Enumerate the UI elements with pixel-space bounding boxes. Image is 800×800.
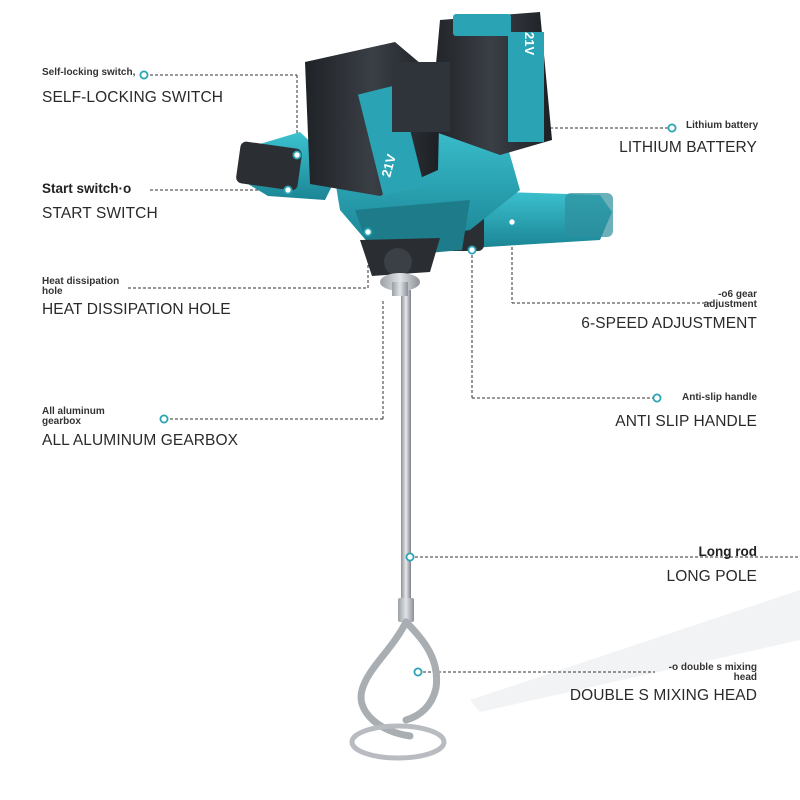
- self-locking-switch-caption: SELF-LOCKING SWITCH: [42, 89, 224, 106]
- mixing-head-label: -o double s mixing head: [668, 662, 757, 683]
- gear-adjustment-label: -o6 gear adjustment: [703, 289, 757, 310]
- anti-slip-handle-label: Anti-slip handle: [682, 392, 757, 403]
- start-switch-label: Start switch·o: [42, 181, 132, 196]
- heat-dissipation-label: Heat dissipation hole: [42, 276, 120, 297]
- battery-rear-voltage: 21V: [522, 32, 537, 55]
- battery-front-voltage: 21V: [378, 152, 399, 179]
- mixing-rod: [401, 290, 411, 620]
- battery-rear: [430, 12, 552, 155]
- lithium-battery-label: Lithium battery: [686, 120, 759, 131]
- battery-front: [305, 42, 450, 196]
- mixing-head-caption: DOUBLE S MIXING HEAD: [569, 687, 757, 704]
- long-pole-caption: LONG POLE: [666, 568, 757, 585]
- rod-coupling: [398, 598, 414, 622]
- heat-dissipation-caption: HEAT DISSIPATION HOLE: [42, 301, 231, 318]
- anti-slip-handle-caption: ANTI SLIP HANDLE: [615, 413, 757, 430]
- self-locking-switch-label: Self-locking switch,: [42, 67, 136, 78]
- gearbox-label: All aluminum gearbox: [42, 406, 105, 427]
- start-switch-caption: START SWITCH: [42, 205, 158, 222]
- lithium-battery-caption: LITHIUM BATTERY: [619, 139, 757, 156]
- leader-lines: [128, 74, 800, 673]
- gearbox-caption: ALL ALUMINUM GEARBOX: [42, 432, 239, 449]
- long-rod-label: Long rod: [698, 544, 757, 559]
- mixing-paddle: [349, 618, 447, 761]
- gear-adjustment-caption: 6-SPEED ADJUSTMENT: [581, 315, 757, 332]
- callout-dots: [139, 70, 677, 677]
- floor-shadow: [470, 590, 800, 712]
